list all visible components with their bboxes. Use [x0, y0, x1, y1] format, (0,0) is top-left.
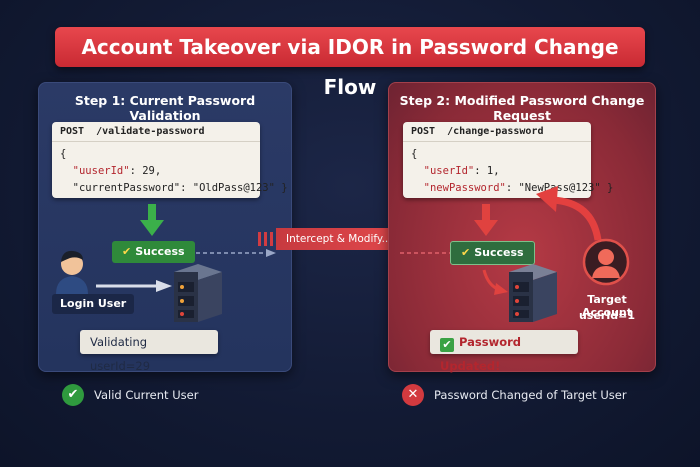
footer-password-changed: Password Changed of Target User	[434, 388, 627, 402]
step1-brace: {	[60, 148, 67, 160]
red-arrow-to-server-icon	[482, 269, 508, 295]
step1-method: POST	[60, 126, 85, 137]
dashed-red-line-icon	[400, 252, 450, 254]
target-user-avatar-icon	[582, 238, 630, 286]
password-updated-badge: ✔Password Updated!	[430, 330, 578, 373]
step2-val-1: : 1,	[474, 165, 500, 177]
step1-request-box: POST /validate-password { "uuserId": 29,…	[52, 122, 288, 201]
step1-heading: Step 1: Current Password Validation	[74, 93, 256, 123]
step2-key-1: "userId"	[423, 165, 475, 177]
target-account-label: Target Account	[581, 293, 633, 319]
step2-request-body: { "userId": 1, "newPassword": "NewPass@1…	[403, 142, 613, 201]
step2-key-2: "newPassword"	[423, 182, 506, 194]
target-userid-label: userId=1	[578, 309, 636, 322]
user-avatar-icon	[56, 250, 88, 294]
user-to-server-arrow-icon	[96, 280, 172, 292]
step2-brace: {	[411, 148, 418, 160]
step2-method: POST	[411, 126, 436, 137]
step2-request-line: POST /change-password	[403, 122, 591, 142]
intercept-modify-arrow: Intercept & Modify...	[276, 228, 422, 250]
check-icon: ✔	[122, 245, 132, 258]
step1-key-1: "uuserId"	[72, 165, 130, 177]
step2-heading: Step 2: Modified Password Change Request	[399, 93, 645, 123]
server-icon	[509, 264, 557, 322]
step2-success-label: Success	[474, 246, 524, 259]
server-icon	[174, 264, 222, 322]
step1-val-1: : 29,	[129, 165, 162, 177]
valid-check-icon: ✔	[62, 384, 84, 406]
step1-endpoint: /validate-password	[96, 126, 205, 137]
down-arrow-red-icon	[474, 204, 498, 236]
step2-val-2: : "NewPass@123" }	[505, 182, 614, 194]
step2-request-box: POST /change-password { "userId": 1, "ne…	[403, 122, 613, 201]
step2-endpoint: /change-password	[447, 126, 544, 137]
password-updated-label: Password Updated!	[440, 335, 521, 373]
page-title: Account Takeover via IDOR in Password Ch…	[55, 27, 645, 99]
footer-valid-user: Valid Current User	[94, 388, 199, 402]
intercept-dashes-icon	[258, 232, 273, 246]
check-icon: ✔	[461, 246, 471, 259]
step1-key-2: "currentPassword"	[72, 182, 181, 194]
step1-success-badge: ✔Success	[112, 241, 195, 263]
step1-success-label: Success	[135, 245, 185, 258]
login-user-label: Login User	[52, 294, 135, 314]
step1-request-body: { "uuserId": 29, "currentPassword": "Old…	[52, 142, 288, 201]
step2-success-badge: ✔Success	[450, 241, 535, 265]
dashed-arrow-icon	[196, 249, 276, 257]
curved-arrow-icon	[536, 186, 602, 241]
check-box-icon: ✔	[440, 338, 454, 352]
validating-user-label: Validating userId=29	[80, 330, 218, 373]
down-arrow-green-icon	[140, 204, 164, 236]
step1-request-line: POST /validate-password	[52, 122, 260, 142]
step1-val-2: : "OldPass@123" }	[180, 182, 288, 194]
cross-icon: ✕	[402, 384, 424, 406]
